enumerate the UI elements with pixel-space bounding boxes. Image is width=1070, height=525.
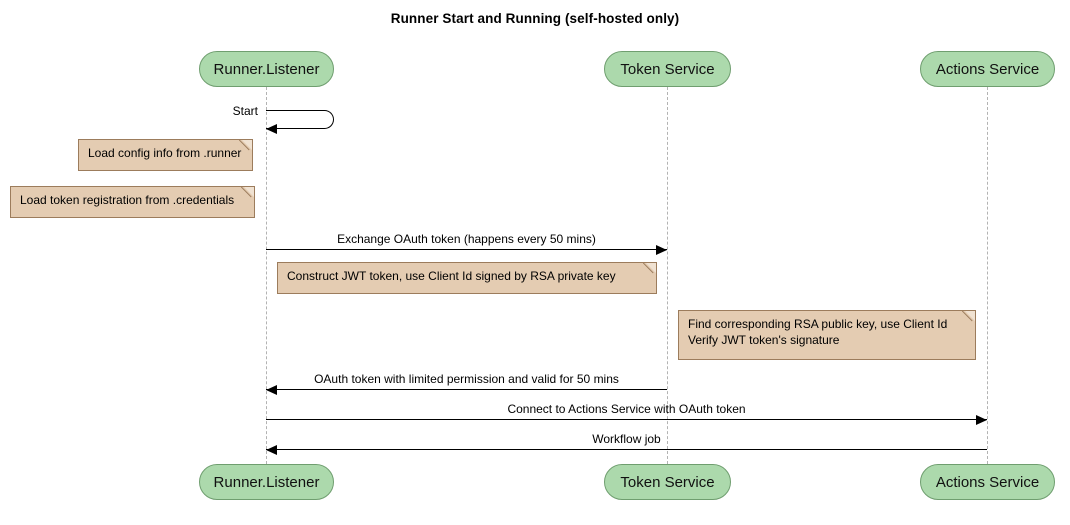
note-text: Construct JWT token, use Client Id signe… <box>287 269 616 283</box>
message-connect-actions-service-line <box>266 419 987 420</box>
message-workflow-job-line <box>266 449 987 450</box>
note-load-config: Load config info from .runner <box>78 139 253 171</box>
participant-label: Actions Service <box>935 473 1040 491</box>
participant-label: Token Service <box>620 473 715 491</box>
message-workflow-job-arrowhead <box>266 444 277 455</box>
message-oauth-token-reply-line <box>266 389 667 390</box>
message-label-workflow-job: Workflow job <box>592 432 661 446</box>
note-text: Load token registration from .credential… <box>20 193 235 207</box>
lifeline-runner <box>266 87 267 464</box>
message-label-connect-actions-service: Connect to Actions Service with OAuth to… <box>507 402 746 416</box>
participant-runner-bottom[interactable]: Runner.Listener <box>199 464 334 500</box>
note-construct-jwt-token: Construct JWT token, use Client Id signe… <box>277 262 657 294</box>
message-connect-actions-service-arrowhead <box>976 414 987 425</box>
participant-label: Token Service <box>620 60 715 78</box>
message-oauth-token-reply-arrowhead <box>266 384 277 395</box>
message-start-selfloop <box>266 110 334 129</box>
participant-actions-top[interactable]: Actions Service <box>920 51 1055 87</box>
note-load-token-registration: Load token registration from .credential… <box>10 186 255 218</box>
note-verify-jwt-signature: Find corresponding RSA public key, use C… <box>678 310 976 360</box>
note-fold-edge <box>643 262 657 276</box>
note-fold-edge <box>962 310 976 324</box>
participant-label: Runner.Listener <box>213 473 320 491</box>
message-start-arrowhead <box>266 123 277 134</box>
note-text: Find corresponding RSA public key, use C… <box>688 317 948 347</box>
participant-label: Actions Service <box>935 60 1040 78</box>
message-label-exchange-oauth-token: Exchange OAuth token (happens every 50 m… <box>337 232 596 246</box>
page-title: Runner Start and Running (self-hosted on… <box>390 11 680 26</box>
message-label-start: Start <box>232 104 258 118</box>
note-fold-edge <box>241 186 255 200</box>
message-exchange-oauth-token-line <box>266 249 667 250</box>
message-label-oauth-token-reply: OAuth token with limited permission and … <box>314 372 619 386</box>
lifeline-actions <box>987 87 988 464</box>
note-fold-edge <box>239 139 253 153</box>
lifeline-token <box>667 87 668 464</box>
participant-runner-top[interactable]: Runner.Listener <box>199 51 334 87</box>
message-exchange-oauth-token-arrowhead <box>656 244 667 255</box>
participant-token-bottom[interactable]: Token Service <box>604 464 731 500</box>
participant-label: Runner.Listener <box>213 60 320 78</box>
note-text: Load config info from .runner <box>88 146 242 160</box>
participant-token-top[interactable]: Token Service <box>604 51 731 87</box>
participant-actions-bottom[interactable]: Actions Service <box>920 464 1055 500</box>
